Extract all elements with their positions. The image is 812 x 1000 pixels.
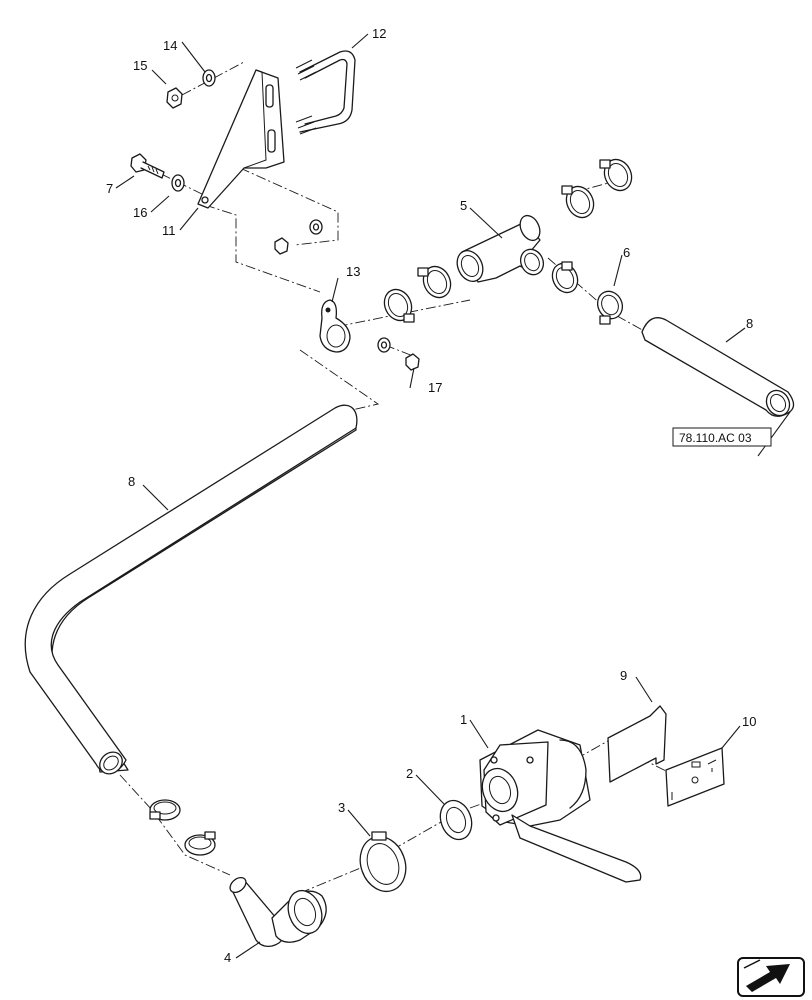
callout-7: 7: [106, 181, 113, 196]
bolt-7: [130, 153, 165, 179]
callout-17: 17: [428, 380, 442, 395]
hose-clamp-6: [596, 290, 624, 325]
callout-14: 14: [163, 38, 177, 53]
callout-13: 13: [346, 264, 360, 279]
reference-label[interactable]: 78.110.AC 03: [679, 431, 752, 445]
hose-bent: [24, 404, 358, 775]
reference-box[interactable]: 78.110.AC 03: [672, 427, 772, 447]
callout-9: 9: [620, 668, 627, 683]
callout-6: 6: [623, 245, 630, 260]
washer-14: [202, 69, 216, 87]
label-plate: [665, 747, 725, 807]
hose-straight: [641, 317, 795, 417]
u-bolt: [295, 50, 356, 135]
callout-12: 12: [372, 26, 386, 41]
elbow-fitting: [229, 876, 327, 948]
decal-plate: [607, 705, 667, 783]
callout-5: 5: [460, 198, 467, 213]
callout-2: 2: [406, 766, 413, 781]
callout-15: 15: [133, 58, 147, 73]
washer-16: [171, 174, 185, 192]
callout-labels: 14 15 12 7 16 11 5 6 13 17 8 8 9 10 1 2 …: [106, 26, 756, 965]
hose-clamps-lower: [149, 799, 216, 856]
nut-17: [405, 353, 420, 371]
callout-10: 10: [742, 714, 756, 729]
callout-3: 3: [338, 800, 345, 815]
clamp-ring: [359, 831, 407, 893]
mounting-bracket: [197, 69, 285, 209]
callout-leaders: [115, 33, 791, 959]
ball-valve: [479, 729, 642, 883]
callout-16: 16: [133, 205, 147, 220]
next-page-arrow-icon[interactable]: [737, 957, 805, 997]
seal-ring: [439, 799, 473, 841]
nut-washer-set: [274, 219, 323, 255]
callout-1: 1: [460, 712, 467, 727]
callout-4: 4: [224, 950, 231, 965]
callout-11: 11: [162, 223, 176, 238]
tee-fitting: [456, 214, 545, 283]
callout-8-left: 8: [128, 474, 135, 489]
washer-17a: [377, 337, 391, 353]
callout-8-right: 8: [746, 316, 753, 331]
hose-clamps-top: [383, 158, 633, 323]
nut-15: [166, 87, 183, 109]
p-clamp: [319, 299, 351, 353]
